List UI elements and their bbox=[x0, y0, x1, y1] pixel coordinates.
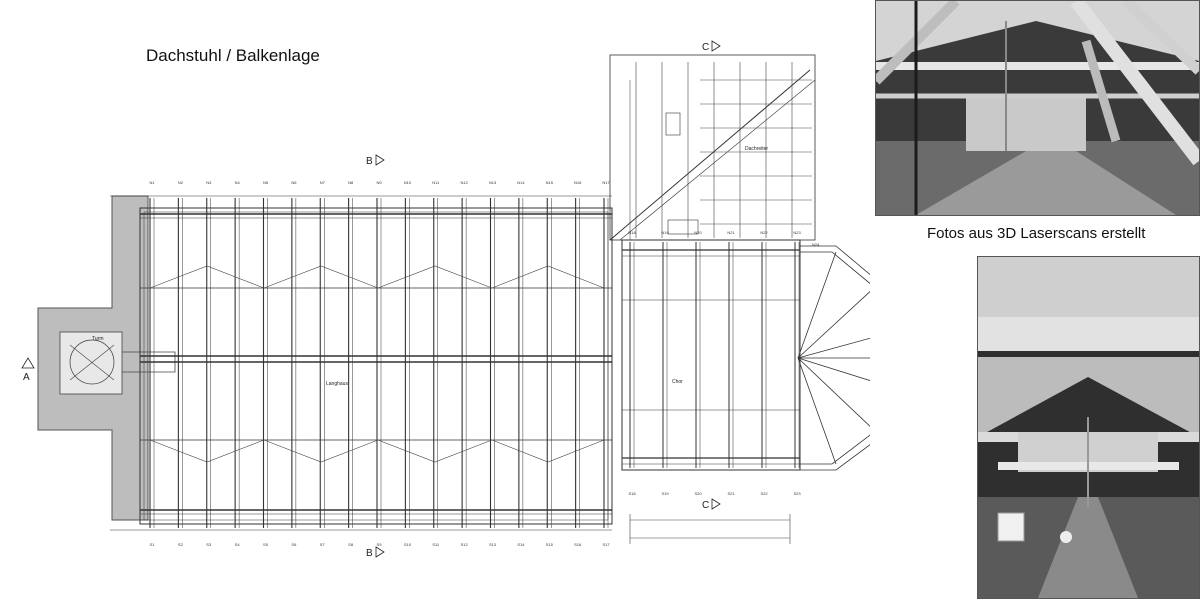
axis-label: S12 bbox=[461, 542, 469, 547]
axis-labels-choir-south: S18 S19 S20 S21 S22 S23 bbox=[628, 491, 801, 496]
axis-labels-south: S1 S2 S3 S4 S5 S6 S7 S8 S9 S10 S11 S12 S13 S14 S15 S16 S… bbox=[150, 542, 611, 547]
laserscan-photo-top bbox=[875, 0, 1200, 216]
section-marker-b-top: B bbox=[366, 154, 385, 167]
axis-label: S2 bbox=[178, 542, 184, 547]
axis-label: S16 bbox=[574, 542, 582, 547]
section-marker-b-bottom: B bbox=[366, 546, 385, 559]
section-label-c-mid: C bbox=[702, 500, 709, 511]
axis-label: S11 bbox=[432, 542, 440, 547]
axis-label: N17 bbox=[602, 180, 610, 185]
axis-label: N7 bbox=[320, 180, 326, 185]
axis-label: N10 bbox=[404, 180, 412, 185]
axis-label: N24 bbox=[812, 242, 820, 247]
axis-labels-north: N1 N2 N3 N4 N5 N6 N7 N8 N9 N10 N11 N12 N13 N14 N15 N16 N… bbox=[149, 180, 610, 185]
axis-label: N4 bbox=[235, 180, 241, 185]
brace bbox=[377, 265, 493, 289]
axis-label: N3 bbox=[206, 180, 212, 185]
axis-label: N11 bbox=[432, 180, 440, 185]
brace bbox=[149, 439, 265, 463]
axis-label: N8 bbox=[348, 180, 354, 185]
axis-label: N19 bbox=[661, 230, 669, 235]
axis-label: S17 bbox=[602, 542, 610, 547]
axis-label: S18 bbox=[628, 491, 636, 496]
axis-label: N5 bbox=[263, 180, 269, 185]
axis-label: S20 bbox=[694, 491, 702, 496]
section-label-c-top: C bbox=[702, 42, 709, 53]
axis-label: S7 bbox=[320, 542, 326, 547]
axis-label: N13 bbox=[489, 180, 497, 185]
room-label-dachreiter: Dachreiter bbox=[745, 146, 768, 152]
axis-label: N20 bbox=[694, 230, 702, 235]
roof-framing-plan: A A B B C C Turm Langhaus Chor Dachreite… bbox=[21, 40, 870, 559]
tower-stair bbox=[69, 339, 115, 385]
north-annex bbox=[609, 54, 816, 241]
axis-label: S9 bbox=[377, 542, 383, 547]
choir-frame bbox=[621, 239, 801, 471]
axis-label: N23 bbox=[793, 230, 801, 235]
axis-label: S8 bbox=[348, 542, 354, 547]
axis-labels-apse: N24N2526272829S25S24 bbox=[812, 242, 820, 247]
brace bbox=[149, 265, 265, 289]
axis-label: S4 bbox=[235, 542, 241, 547]
annex-rafter-group bbox=[635, 62, 812, 238]
section-label-b-bottom: B bbox=[366, 548, 373, 559]
axis-label: S15 bbox=[546, 542, 554, 547]
axis-label: S10 bbox=[404, 542, 412, 547]
axis-label: N14 bbox=[517, 180, 525, 185]
section-label-b-top: B bbox=[366, 156, 373, 167]
axis-label: S1 bbox=[150, 542, 156, 547]
axis-label: S6 bbox=[291, 542, 297, 547]
section-marker-c-top: C bbox=[702, 40, 721, 53]
drawing-title: Dachstuhl / Balkenlage bbox=[146, 46, 320, 65]
room-label-turm: Turm bbox=[92, 336, 103, 342]
brace bbox=[263, 439, 379, 463]
laserscan-photo-bottom bbox=[977, 256, 1200, 599]
axis-label: N21 bbox=[727, 230, 735, 235]
axis-labels-choir-north: N18 N19 N20 N21 N22 N23 bbox=[628, 230, 801, 235]
axis-label: S3 bbox=[206, 542, 212, 547]
rafter-group bbox=[149, 198, 609, 528]
axis-label: N12 bbox=[460, 180, 468, 185]
brace bbox=[491, 439, 605, 463]
section-label-a-left: A bbox=[23, 372, 30, 383]
brace bbox=[377, 439, 493, 463]
section-marker-c-mid: C bbox=[702, 498, 721, 511]
axis-label: S5 bbox=[263, 542, 269, 547]
choir-rafter-group bbox=[629, 242, 800, 468]
axis-label: N15 bbox=[546, 180, 554, 185]
room-label-langhaus: Langhaus bbox=[326, 381, 348, 387]
axis-label: S13 bbox=[489, 542, 497, 547]
apse-frame bbox=[797, 245, 870, 471]
axis-label: S22 bbox=[760, 491, 768, 496]
axis-label: S23 bbox=[793, 491, 801, 496]
brace bbox=[263, 265, 379, 289]
axis-label: S21 bbox=[727, 491, 735, 496]
brace bbox=[491, 265, 605, 289]
axis-label: N16 bbox=[574, 180, 582, 185]
axis-label: N1 bbox=[149, 180, 155, 185]
section-marker-a-left: A bbox=[21, 357, 35, 383]
dimension-lines bbox=[629, 514, 791, 544]
axis-label: S14 bbox=[517, 542, 525, 547]
nave-frame bbox=[110, 195, 613, 531]
room-label-chor: Chor bbox=[672, 379, 683, 385]
axis-label: N22 bbox=[760, 230, 768, 235]
axis-label: N18 bbox=[628, 230, 636, 235]
axis-label: N2 bbox=[178, 180, 184, 185]
photo-caption: Fotos aus 3D Laserscans erstellt bbox=[927, 225, 1146, 242]
axis-label: N9 bbox=[376, 180, 382, 185]
bracing-group bbox=[149, 265, 605, 463]
axis-label: S19 bbox=[661, 491, 669, 496]
axis-label: N6 bbox=[291, 180, 297, 185]
